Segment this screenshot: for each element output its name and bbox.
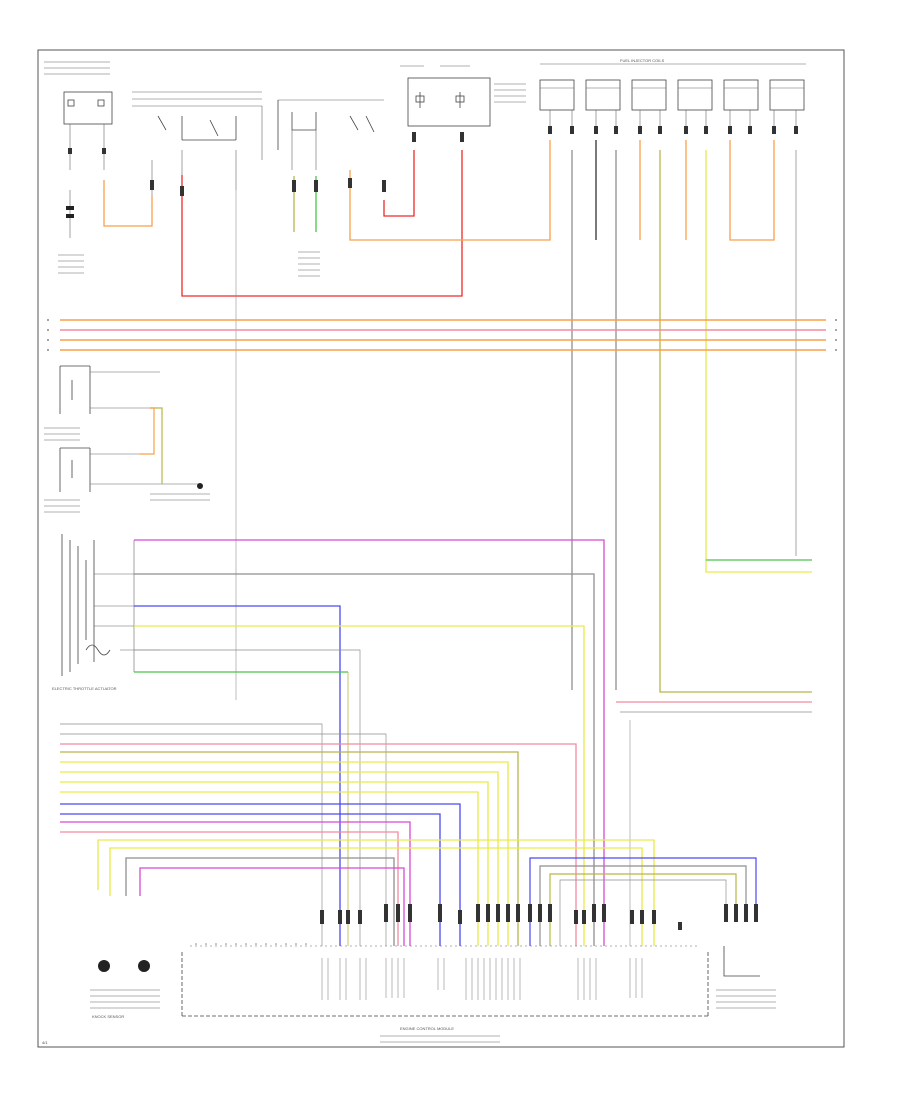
top-wiring (103, 140, 812, 700)
coil-bank: FUEL INJECTOR COILS (539, 58, 806, 130)
ecm-connector: ENGINE CONTROL MODULE (181, 945, 709, 1043)
sensor-block-2 (44, 447, 210, 513)
throttle-wires (134, 539, 605, 946)
fuel-pump-relay (277, 99, 384, 277)
coil-6 (769, 79, 805, 111)
ground-symbol (58, 190, 84, 274)
sensor-wires (140, 407, 203, 489)
bottom-right-sensor (716, 946, 776, 1009)
knock-sensor-wires (97, 839, 655, 946)
ecm-pin-numbers (195, 943, 307, 945)
fuse-block (400, 65, 526, 127)
knock-sensor: KNOCK SENSOR (90, 960, 160, 1019)
ecm-pin-labels (321, 958, 643, 1000)
coil-bank-title: FUEL INJECTOR COILS (620, 58, 665, 63)
sensor-block-1 (44, 365, 160, 441)
coil-5 (723, 79, 759, 111)
coil-3 (631, 79, 667, 111)
coil-4 (677, 79, 713, 111)
ecm-pin-marks (320, 904, 758, 930)
bus-ends (47, 319, 837, 351)
right-side-wires (616, 559, 812, 946)
bus-lines (60, 319, 826, 351)
coil-2 (585, 79, 621, 111)
knock-sensor-title: KNOCK SENSOR (92, 1014, 124, 1019)
page-number: 4/1 (42, 1040, 48, 1045)
diagram-border (37, 49, 845, 1048)
throttle-title: ELECTRIC THROTTLE ACTUATOR (52, 686, 117, 691)
throttle-actuator: ELECTRIC THROTTLE ACTUATOR (52, 534, 160, 691)
ecm-title: ENGINE CONTROL MODULE (400, 1026, 454, 1031)
connector-marks (68, 126, 798, 196)
coil-1 (539, 79, 575, 111)
main-relay-switch (132, 91, 263, 226)
bottom-right-sensor-wires (529, 857, 757, 946)
top-left-relay (44, 61, 113, 170)
